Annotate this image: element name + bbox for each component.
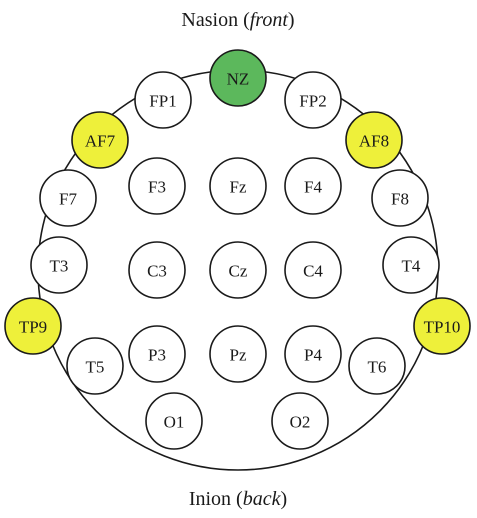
electrode-af7-label: AF7 <box>85 132 116 151</box>
electrode-f7-circle <box>39 169 97 227</box>
electrode-af8-circle <box>345 111 403 169</box>
electrode-c3-circle <box>128 241 186 299</box>
electrode-t5-label: T5 <box>86 358 105 377</box>
nasion-caption: Nasion (front) <box>181 9 294 31</box>
electrode-c3: C3 <box>128 241 186 299</box>
electrode-tp10: TP10 <box>413 297 471 355</box>
electrode-t6: T6 <box>348 337 406 395</box>
electrode-pz-label: Pz <box>230 346 247 365</box>
electrode-o1: O1 <box>145 392 203 450</box>
electrode-cz-label: Cz <box>229 262 248 281</box>
electrode-af8: AF8 <box>345 111 403 169</box>
electrode-cz: Cz <box>209 241 267 299</box>
electrode-f4-circle <box>284 157 342 215</box>
electrode-tp9-circle <box>4 297 62 355</box>
electrode-t4-circle <box>382 236 440 294</box>
electrode-fp1-circle <box>134 71 192 129</box>
electrode-tp9-label: TP9 <box>19 318 47 337</box>
electrode-t4-label: T4 <box>402 257 421 276</box>
electrode-nz-circle <box>209 49 267 107</box>
electrode-f3: F3 <box>128 157 186 215</box>
electrode-pz-circle <box>209 325 267 383</box>
electrode-f7: F7 <box>39 169 97 227</box>
electrode-c4: C4 <box>284 241 342 299</box>
electrode-pz: Pz <box>209 325 267 383</box>
electrode-o2: O2 <box>271 392 329 450</box>
electrode-p3-label: P3 <box>148 346 166 365</box>
front-label: front <box>250 9 289 31</box>
electrode-o1-circle <box>145 392 203 450</box>
electrode-p4: P4 <box>284 325 342 383</box>
electrode-af7: AF7 <box>71 111 129 169</box>
electrode-t4: T4 <box>382 236 440 294</box>
electrode-p4-circle <box>284 325 342 383</box>
electrode-c4-circle <box>284 241 342 299</box>
electrode-tp9: TP9 <box>4 297 62 355</box>
electrode-t3-circle <box>30 236 88 294</box>
electrode-cz-circle <box>209 241 267 299</box>
electrode-t6-circle <box>348 337 406 395</box>
electrode-f4-label: F4 <box>304 178 322 197</box>
electrode-f3-circle <box>128 157 186 215</box>
electrode-fp1-label: FP1 <box>149 92 176 111</box>
electrode-t6-label: T6 <box>368 358 387 377</box>
electrode-p3-circle <box>128 325 186 383</box>
inion-label: Inion <box>189 488 231 510</box>
electrode-p3: P3 <box>128 325 186 383</box>
back-label: back <box>243 488 282 510</box>
electrode-o1-label: O1 <box>164 413 185 432</box>
electrode-fz-label: Fz <box>230 178 247 197</box>
electrode-fz: Fz <box>209 157 267 215</box>
electrode-f3-label: F3 <box>148 178 166 197</box>
electrode-t5: T5 <box>66 337 124 395</box>
electrode-nz: NZ <box>209 49 267 107</box>
electrode-nz-label: NZ <box>227 70 250 89</box>
electrode-o2-circle <box>271 392 329 450</box>
inion-caption: Inion (back) <box>189 488 287 510</box>
electrode-c3-label: C3 <box>147 262 167 281</box>
electrode-f8-label: F8 <box>391 190 409 209</box>
electrode-p4-label: P4 <box>304 346 322 365</box>
electrode-f7-label: F7 <box>59 190 77 209</box>
electrode-fp2-label: FP2 <box>299 92 326 111</box>
electrode-c4-label: C4 <box>303 262 323 281</box>
electrode-tp10-label: TP10 <box>424 318 461 337</box>
nasion-label: Nasion <box>181 9 238 31</box>
electrode-fp2-circle <box>284 71 342 129</box>
electrode-t5-circle <box>66 337 124 395</box>
electrode-tp10-circle <box>413 297 471 355</box>
electrode-fp1: FP1 <box>134 71 192 129</box>
electrode-af7-circle <box>71 111 129 169</box>
electrode-o2-label: O2 <box>290 413 311 432</box>
electrode-f8-circle <box>371 169 429 227</box>
electrode-f8: F8 <box>371 169 429 227</box>
electrode-t3-label: T3 <box>50 257 69 276</box>
electrode-f4: F4 <box>284 157 342 215</box>
electrode-t3: T3 <box>30 236 88 294</box>
electrode-fp2: FP2 <box>284 71 342 129</box>
electrode-fz-circle <box>209 157 267 215</box>
electrode-af8-label: AF8 <box>359 132 389 151</box>
